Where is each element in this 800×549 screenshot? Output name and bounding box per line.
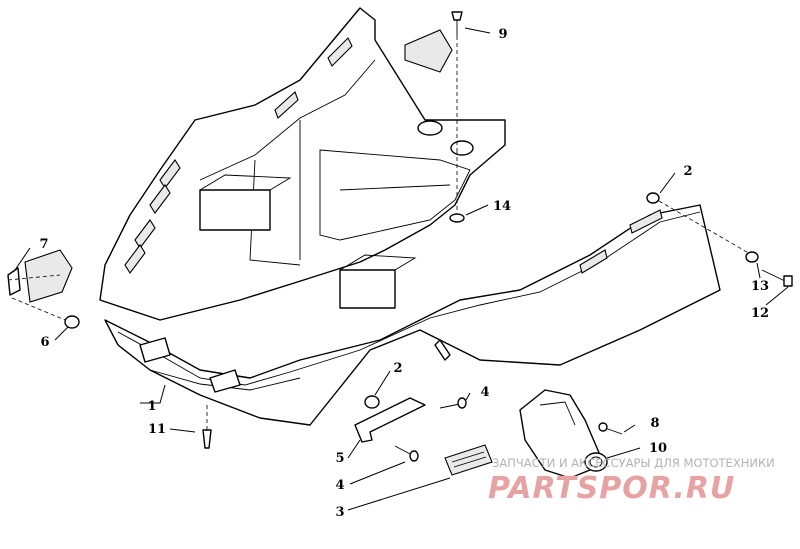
callout-3: 3	[335, 505, 344, 520]
callout-4-upper: 4	[480, 385, 489, 400]
callout-2-lower: 2	[393, 361, 402, 376]
callout-11: 11	[148, 422, 166, 437]
callout-7: 7	[39, 237, 48, 252]
washer-2-lower	[364, 395, 380, 409]
washer-2-upper	[646, 192, 660, 204]
rivet-4-lower	[394, 445, 419, 462]
bracket-5	[354, 397, 426, 443]
callout-1: 1	[147, 399, 156, 414]
reflector-3	[444, 444, 493, 476]
hood-panel	[99, 7, 721, 426]
screw-9	[451, 11, 463, 150]
callout-14: 14	[493, 199, 511, 214]
watermark-tagline: ЗАПЧАСТИ И АКСЕССУАРЫ ДЛЯ МОТОТЕХНИКИ	[492, 456, 775, 470]
watermark-brand: PARTSPOR.RU	[488, 471, 735, 506]
watermark: ЗАПЧАСТИ И АКСЕССУАРЫ ДЛЯ МОТОТЕХНИКИ PA…	[488, 456, 775, 506]
callout-13: 13	[751, 279, 769, 294]
callout-8: 8	[650, 416, 659, 431]
mount-plate	[404, 29, 453, 73]
fastener-11	[202, 405, 212, 449]
callout-9: 9	[498, 27, 507, 42]
rivet-4-upper	[439, 397, 467, 409]
leader-lines	[14, 27, 789, 511]
bolt-12	[761, 269, 793, 287]
callout-12: 12	[751, 306, 769, 321]
washer-13	[745, 251, 759, 263]
screw-8	[598, 422, 623, 435]
bracket-7	[7, 249, 73, 323]
rivet-6	[64, 315, 80, 329]
washer-14	[449, 150, 465, 223]
callout-4-lower: 4	[335, 478, 344, 493]
callout-6: 6	[40, 335, 49, 350]
callout-2-upper: 2	[683, 164, 692, 179]
intake-boot-10	[519, 389, 608, 479]
callout-10: 10	[649, 441, 667, 456]
callout-5: 5	[335, 451, 344, 466]
